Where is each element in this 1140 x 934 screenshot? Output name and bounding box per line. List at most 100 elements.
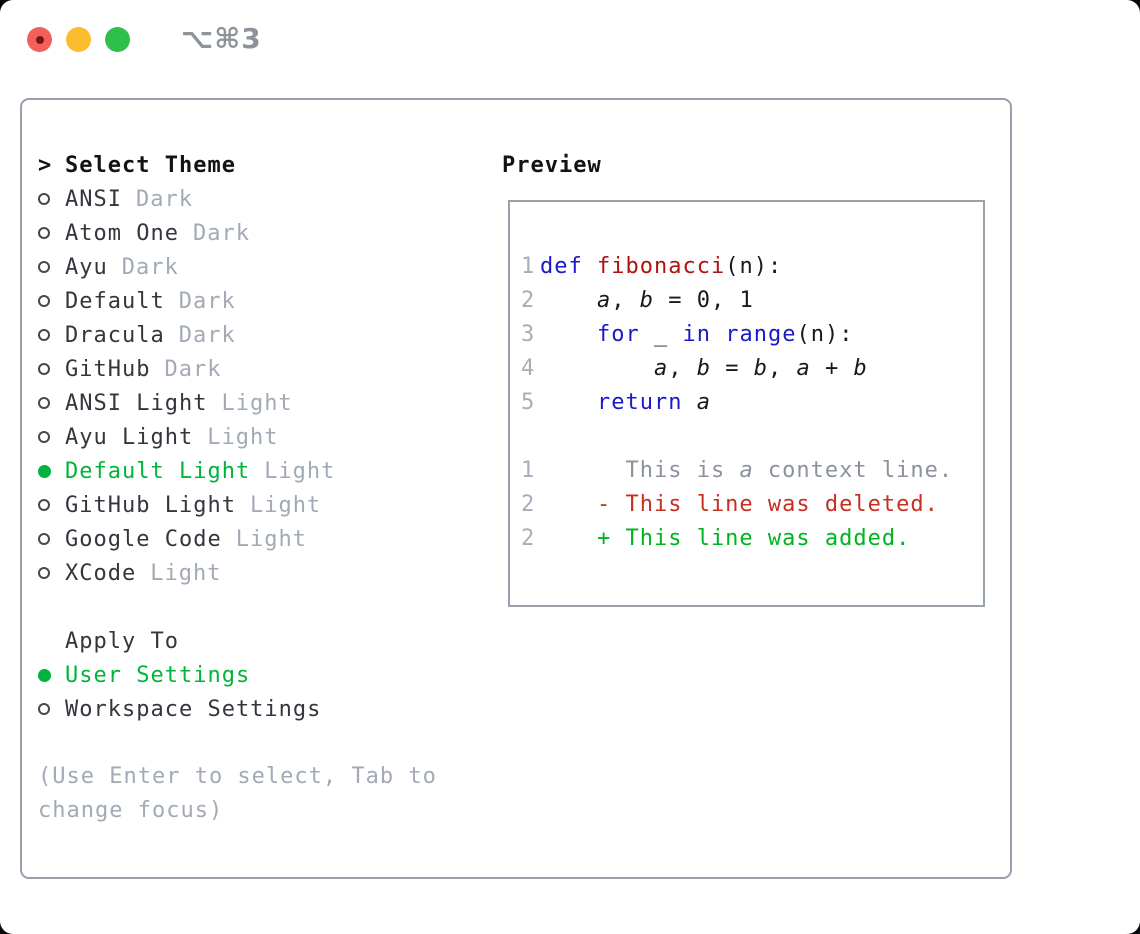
theme-option[interactable]: Ayu Light Light: [38, 420, 484, 454]
apply-option-label: Workspace Settings: [65, 696, 322, 722]
theme-option-label: Default: [65, 288, 165, 314]
theme-option[interactable]: Ayu Dark: [38, 250, 484, 284]
theme-tag: Dark: [192, 220, 250, 246]
apply-option[interactable]: User Settings: [38, 658, 484, 692]
preview-title: Preview: [502, 152, 602, 178]
radio-selected-icon: [38, 668, 51, 682]
radio-icon: [38, 261, 50, 273]
radio-icon: [38, 193, 50, 205]
line-content: - This line was deleted.: [540, 491, 939, 517]
preview-line: 2 - This line was deleted.: [521, 487, 983, 521]
preview-line: 1 This is a context line.: [521, 453, 983, 487]
theme-tag: Light: [221, 390, 293, 416]
radio-icon: [38, 295, 50, 307]
maximize-button[interactable]: [105, 26, 130, 52]
window-title: ⌥⌘3: [181, 22, 262, 55]
preview-line: 3 for _ in range(n):: [521, 317, 983, 351]
theme-option-label: GitHub Light: [65, 492, 236, 518]
line-content: return a: [596, 389, 711, 415]
theme-tag: Light: [235, 526, 307, 552]
select-theme-header: > Select Theme: [38, 148, 484, 182]
focus-arrow-icon: >: [38, 152, 53, 178]
close-button[interactable]: [27, 26, 52, 52]
line-number: 5: [521, 389, 536, 415]
theme-tag: Light: [207, 424, 279, 450]
theme-tag: Dark: [121, 254, 179, 280]
theme-option-label: GitHub: [65, 356, 151, 382]
radio-icon: [38, 431, 50, 443]
theme-tag: Light: [249, 492, 322, 518]
line-content: for _ in range(n):: [596, 321, 854, 347]
line-number: 1: [521, 253, 536, 279]
line-number: 1: [521, 457, 536, 483]
theme-option-label: XCode: [65, 560, 137, 586]
preview-header: Preview: [502, 148, 602, 182]
close-dot-icon: [36, 35, 44, 44]
theme-tag: Dark: [178, 322, 236, 348]
titlebar: ⌥⌘3: [27, 22, 262, 55]
theme-tag: Dark: [164, 356, 222, 382]
radio-icon: [38, 363, 50, 375]
theme-option-label: ANSI: [65, 186, 122, 212]
theme-option-label: Ayu: [65, 254, 108, 280]
line-number: 2: [521, 491, 536, 517]
theme-tag: Dark: [178, 288, 236, 314]
minimize-button[interactable]: [66, 26, 91, 52]
line-number: 2: [521, 287, 536, 313]
theme-option[interactable]: Default Dark: [38, 284, 484, 318]
preview-line: [521, 419, 983, 453]
line-content: def fibonacci(n):: [540, 253, 783, 279]
theme-option[interactable]: Google Code Light: [38, 522, 484, 556]
theme-option-label: Atom One: [65, 220, 179, 246]
theme-option[interactable]: GitHub Light Light: [38, 488, 484, 522]
line-number: 3: [521, 321, 536, 347]
line-content: a, b = 0, 1: [596, 287, 754, 313]
theme-tag: Dark: [135, 186, 193, 212]
theme-option[interactable]: Default Light Light: [38, 454, 484, 488]
theme-tag: Light: [264, 458, 336, 484]
theme-option[interactable]: Atom One Dark: [38, 216, 484, 250]
theme-option-label: Google Code: [65, 526, 222, 552]
theme-option-label: ANSI Light: [65, 390, 208, 416]
apply-to-title: Apply To: [65, 628, 179, 654]
line-content: + This line was added.: [540, 525, 911, 551]
spacer: [38, 726, 484, 760]
theme-option[interactable]: Dracula Dark: [38, 318, 484, 352]
theme-option-label: Ayu Light: [65, 424, 194, 450]
preview-line: 4 a, b = b, a + b: [521, 351, 983, 385]
line-content: a, b = b, a + b: [653, 355, 868, 381]
theme-option-label: Default Light: [65, 458, 251, 484]
line-number: 4: [521, 355, 536, 381]
preview-line: 5 return a: [521, 385, 983, 419]
theme-option[interactable]: ANSI Dark: [38, 182, 484, 216]
radio-icon: [38, 329, 50, 341]
theme-option[interactable]: GitHub Dark: [38, 352, 484, 386]
radio-icon: [38, 533, 50, 545]
line-number: 2: [521, 525, 536, 551]
theme-option-label: Dracula: [65, 322, 165, 348]
spacer: [38, 590, 484, 624]
select-theme-title: Select Theme: [65, 152, 236, 178]
radio-icon: [38, 397, 50, 409]
radio-icon: [38, 499, 50, 511]
line-content: This is a context line.: [540, 457, 954, 483]
preview-line: 2 a, b = 0, 1: [521, 283, 983, 317]
theme-option[interactable]: XCode Light: [38, 556, 484, 590]
theme-tag: Light: [150, 560, 222, 586]
radio-selected-icon: [38, 464, 51, 478]
radio-icon: [38, 227, 50, 239]
radio-icon: [38, 567, 50, 579]
radio-icon: [38, 703, 50, 715]
help-text: (Use Enter to select, Tab to change focu…: [38, 764, 437, 823]
apply-option[interactable]: Workspace Settings: [38, 692, 484, 726]
theme-option[interactable]: ANSI Light Light: [38, 386, 484, 420]
